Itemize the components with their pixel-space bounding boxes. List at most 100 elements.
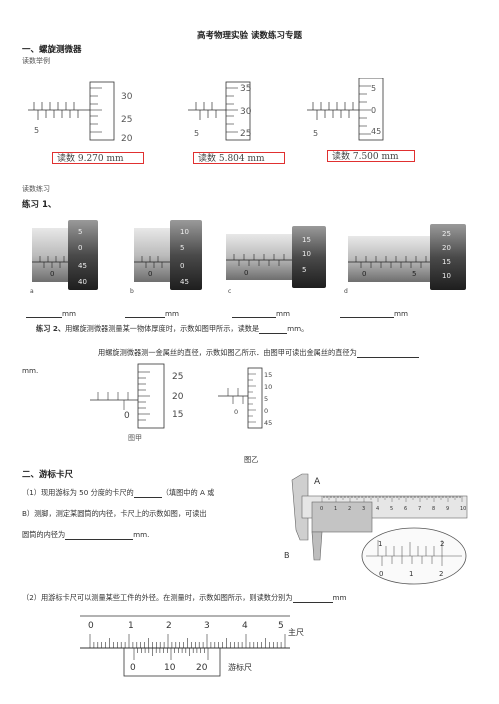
ex2-scale-top: 35 [240, 84, 251, 94]
ex1-scale-top: 30 [121, 92, 133, 102]
exercise2b-answer-blank[interactable] [356, 349, 419, 358]
figure-jia-caption: 图甲 [128, 434, 142, 442]
yi-mark-2: 5 [264, 395, 268, 403]
micrometer-d-main2: 5 [412, 270, 416, 278]
example3-reading: 读数 7.500 mm [327, 150, 415, 162]
example2-reading: 读数 5.804 mm [193, 152, 285, 164]
exercise2b-line: 用螺旋测微器测一金属丝的直径，示数如图乙所示．由图甲可读出金属丝的直径为 [98, 348, 419, 358]
yi-mark-4: 45 [264, 419, 272, 427]
main-num-4: 4 [242, 621, 248, 631]
figure-yi-caption: 图乙 [244, 455, 259, 464]
jia-mark-1: 20 [172, 392, 184, 402]
caliper-number: 3 [362, 506, 365, 512]
micrometer-b-letter: b [130, 288, 134, 294]
micrometer-c-mark-2: 5 [302, 266, 306, 274]
q1-answer-blank[interactable] [65, 531, 134, 540]
page-title: 高考物理实验 读数练习专题 [197, 31, 302, 41]
micrometer-a: 0 5 0 45 40 [32, 220, 98, 290]
micrometer-b-mark-2: 0 [180, 262, 184, 270]
answer-d[interactable]: mm [340, 309, 408, 318]
q1-line2: B）测脚，测定某圆筒的内径，卡尺上的示数如图，可读出 [22, 509, 207, 518]
example3-micrometer: 5 0 45 5 [307, 78, 384, 141]
zoom-vernier-1: 1 [409, 570, 413, 578]
caliper-number: 9 [446, 506, 449, 512]
micrometer-d-main: 0 [362, 270, 366, 278]
q2-answer-blank[interactable] [292, 594, 333, 603]
micrometer-d-letter: d [344, 288, 348, 294]
caliper-number: 0 [320, 506, 323, 512]
micrometer-a-mark-0: 5 [78, 228, 82, 236]
main-scale-label: 主尺 [288, 627, 304, 637]
yi-mark-0: 15 [264, 371, 272, 379]
caliper-number: 10 [460, 506, 466, 512]
micrometer-b: 0 10 5 0 45 [134, 220, 202, 290]
micrometer-a-main: 0 [50, 270, 54, 278]
micrometer-a-mark-3: 40 [78, 278, 87, 286]
micrometer-c: 0 15 10 5 [226, 226, 326, 288]
ex3-scale-bot: 45 [371, 127, 381, 136]
practice-label: 读数练习 [22, 185, 50, 193]
zoom-vernier-2: 2 [439, 570, 443, 578]
jia-mark-2: 15 [172, 410, 183, 420]
micrometer-c-mark-1: 10 [302, 250, 311, 258]
yi-main: 0 [234, 408, 238, 416]
caliper-number: 8 [432, 506, 435, 512]
main-num-3: 3 [204, 621, 210, 631]
example2-micrometer: 35 30 25 5 [188, 81, 252, 141]
main-num-1: 1 [128, 621, 134, 631]
section2-heading: 二、游标卡尺 [22, 470, 74, 480]
vernier-scale-figure: 0 1 2 3 4 5 主尺 0 10 20 游标尺 [80, 615, 304, 677]
caliper-number: 4 [376, 506, 379, 512]
micrometer-d-mark-0: 25 [442, 230, 451, 238]
caliper-label-a: A [314, 477, 321, 487]
exercise2b-unit: mm. [22, 366, 39, 375]
answer-b[interactable]: mm [125, 309, 179, 318]
caliper-number: 2 [348, 506, 351, 512]
micrometer-a-letter: a [30, 288, 34, 294]
ex2-scale-mid: 30 [240, 107, 252, 117]
micrometer-b-mark-1: 5 [180, 244, 184, 252]
jia-mark-0: 25 [172, 372, 183, 382]
micrometer-b-mark-3: 45 [180, 278, 189, 286]
ex1-scale-bot: 20 [121, 134, 133, 144]
jia-main: 0 [124, 411, 130, 421]
zoom-vernier-0: 0 [379, 570, 383, 578]
answer-a[interactable]: mm [26, 309, 76, 318]
ex2-scale-bot: 25 [240, 129, 251, 139]
ex3-main-number: 5 [313, 129, 318, 138]
caliper-number: 6 [404, 506, 407, 512]
ex2-main-number: 5 [194, 129, 199, 138]
zoom-main-2: 2 [440, 540, 444, 548]
q1-ab-blank[interactable] [133, 489, 162, 498]
micrometer-d-mark-1: 20 [442, 244, 451, 252]
micrometer-photos: 0 5 0 45 40 0 10 5 0 45 0 15 10 5 0 5 25… [30, 220, 466, 294]
example1-reading: 读数 9.270 mm [52, 152, 144, 164]
zoom-main-1: 1 [378, 540, 382, 548]
main-num-5: 5 [278, 621, 284, 631]
exercise2-answer-blank[interactable] [259, 325, 288, 334]
figure-yi-micrometer: 15 10 5 0 45 0 [218, 367, 272, 429]
micrometer-d-mark-2: 15 [442, 258, 451, 266]
vernier-scale-label: 游标尺 [228, 662, 252, 672]
exercise1-label: 练习 1、 [22, 200, 57, 210]
answer-c[interactable]: mm [232, 309, 290, 318]
main-num-2: 2 [166, 621, 172, 631]
ex1-main-number: 5 [34, 126, 39, 135]
ex3-scale-top: 5 [371, 84, 376, 93]
caliper-number: 1 [334, 506, 337, 512]
caliper-number: 5 [390, 506, 393, 512]
caliper-number: 7 [418, 506, 421, 512]
vernier-num-0: 0 [130, 663, 136, 673]
vernier-num-20: 20 [196, 663, 208, 673]
example-label: 读数举例 [22, 57, 50, 65]
micrometer-d: 0 5 25 20 15 10 [348, 224, 466, 290]
micrometer-d-mark-3: 10 [442, 272, 451, 280]
micrometer-c-mark-0: 15 [302, 236, 311, 244]
micrometer-a-mark-1: 0 [78, 244, 82, 252]
micrometer-c-main: 0 [244, 269, 248, 277]
micrometer-a-mark-2: 45 [78, 262, 87, 270]
